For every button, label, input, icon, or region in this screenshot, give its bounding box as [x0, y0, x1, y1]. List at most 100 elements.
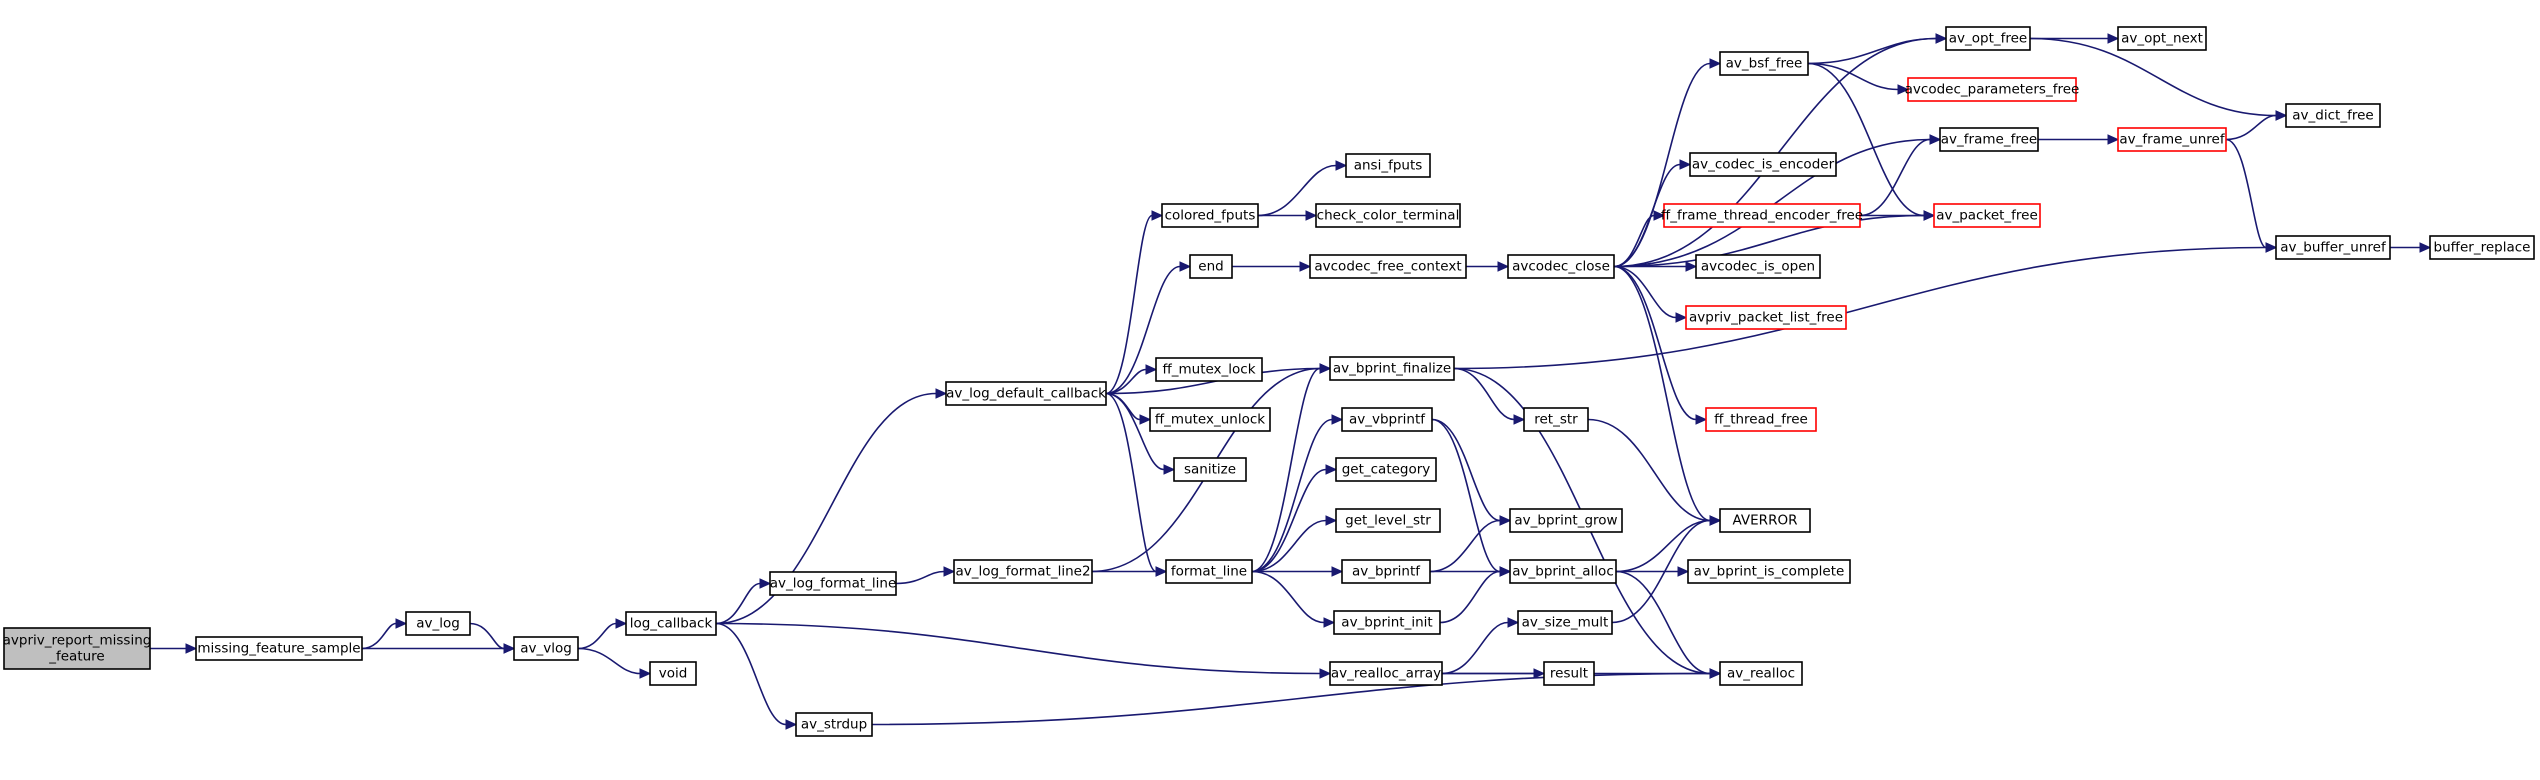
edge-arrowhead	[943, 566, 956, 577]
edge-line	[577, 647, 641, 675]
node-buffer-replace[interactable]: buffer_replace	[2429, 235, 2535, 260]
edge-arrowhead	[1695, 414, 1708, 425]
node-av-opt-free[interactable]: av_opt_free	[1945, 26, 2031, 51]
node-avcodec-close[interactable]: avcodec_close	[1507, 254, 1615, 279]
node-av-frame-unref[interactable]: av_frame_unref	[2117, 127, 2227, 152]
node-void[interactable]: void	[649, 661, 697, 686]
edge-line	[1807, 62, 1899, 91]
node-label: av_frame_unref	[2119, 132, 2225, 148]
node-av-size-mult[interactable]: av_size_mult	[1517, 610, 1613, 635]
node-label: av_opt_next	[2121, 31, 2203, 47]
edge-line	[1251, 468, 1327, 573]
edge-avcodec-close-to-averror	[1613, 265, 1722, 526]
node-box	[1149, 407, 1271, 432]
node-av-realloc-array[interactable]: av_realloc_array	[1329, 661, 1443, 686]
node-av-dict-free[interactable]: av_dict_free	[2285, 103, 2381, 128]
edge-arrowhead	[1139, 414, 1152, 425]
node-av-realloc[interactable]: av_realloc	[1719, 661, 1803, 686]
edge-missing-feature-sample-to-av-vlog	[362, 643, 516, 654]
edge-line	[469, 622, 505, 650]
node-result[interactable]: result	[1543, 661, 1595, 686]
node-av-bsf-free[interactable]: av_bsf_free	[1719, 51, 1809, 76]
edge-line	[1453, 367, 1515, 421]
edge-line	[2029, 37, 2277, 117]
node-box	[1155, 357, 1263, 382]
node-averror[interactable]: AVERROR	[1719, 508, 1811, 533]
node-av-log-format-line2[interactable]: av_log_format_line2	[953, 559, 1093, 584]
node-av-bprint-finalize[interactable]: av_bprint_finalize	[1329, 356, 1455, 381]
node-av-log-default-callback[interactable]: av_log_default_callback	[945, 381, 1107, 406]
node-box	[1687, 559, 1851, 584]
node-label: av_bprint_is_complete	[1694, 564, 1845, 580]
node-box	[1509, 559, 1617, 584]
node-ff-mutex-lock[interactable]: ff_mutex_lock	[1155, 357, 1263, 382]
node-box	[1315, 203, 1461, 228]
node-label: av_log_format_line2	[955, 564, 1090, 580]
node-colored-fputs[interactable]: colored_fputs	[1161, 203, 1259, 228]
node-ff-frame-thread-encoder-free[interactable]: ff_frame_thread_encoder_free	[1661, 203, 1863, 228]
node-av-vbprintf[interactable]: av_vbprintf	[1341, 407, 1433, 432]
node-av-log-format-line[interactable]: av_log_format_line	[769, 571, 897, 596]
node-av-bprint-init[interactable]: av_bprint_init	[1333, 610, 1441, 635]
node-get-category[interactable]: get_category	[1335, 457, 1437, 482]
node-avcodec-parameters-free[interactable]: avcodec_parameters_free	[1905, 77, 2080, 102]
node-avpriv-packet-list-free[interactable]: avpriv_packet_list_free	[1685, 305, 1847, 330]
node-avcodec-free-context[interactable]: avcodec_free_context	[1309, 254, 1467, 279]
node-missing-feature-sample[interactable]: missing_feature_sample	[195, 636, 363, 661]
node-label: AVERROR	[1733, 513, 1798, 529]
node-av-packet-free[interactable]: av_packet_free	[1933, 203, 2041, 228]
node-ansi-fputs[interactable]: ansi_fputs	[1345, 153, 1431, 178]
edge-line	[1441, 621, 1509, 675]
node-av-bprint-alloc[interactable]: av_bprint_alloc	[1509, 559, 1617, 584]
node-format-line[interactable]: format_line	[1165, 559, 1253, 584]
node-av-bprintf[interactable]: av_bprintf	[1341, 559, 1431, 584]
node-label: avpriv_report_missing	[3, 633, 152, 649]
node-box	[1695, 254, 1821, 279]
node-av-opt-next[interactable]: av_opt_next	[2117, 26, 2207, 51]
edge-line	[1613, 265, 1677, 319]
edge-arrowhead	[615, 618, 628, 629]
edge-arrowhead	[2265, 242, 2278, 253]
node-av-frame-free[interactable]: av_frame_free	[1939, 127, 2039, 152]
node-av-bprint-grow[interactable]: av_bprint_grow	[1509, 508, 1623, 533]
edge-line	[1613, 265, 1697, 421]
edge-arrowhead	[1923, 210, 1936, 221]
edge-av-frame-unref-to-av-buffer-unref	[2225, 138, 2278, 253]
edge-arrowhead	[1685, 261, 1698, 272]
node-check-color-terminal[interactable]: check_color_terminal	[1315, 203, 1461, 228]
node-box	[1945, 26, 2031, 51]
edge-av-log-default-callback-to-sanitize	[1105, 392, 1176, 475]
edge-format-line-to-get-level-str	[1251, 515, 1338, 573]
edge-line	[1807, 37, 1937, 65]
node-av-bprint-is-complete[interactable]: av_bprint_is_complete	[1687, 559, 1851, 584]
node-label: avcodec_is_open	[1701, 259, 1815, 275]
edge-colored-fputs-to-ansi-fputs	[1257, 160, 1348, 217]
node-label: av_realloc_array	[1331, 666, 1441, 682]
node-sanitize[interactable]: sanitize	[1173, 457, 1247, 482]
node-av-buffer-unref[interactable]: av_buffer_unref	[2275, 235, 2391, 260]
edge-arrowhead	[1507, 617, 1520, 628]
node-box	[1543, 661, 1595, 686]
edge-line	[1429, 519, 1501, 573]
edge-log-callback-to-av-log-format-line	[715, 578, 772, 625]
node-end[interactable]: end	[1189, 254, 1233, 279]
edge-log-callback-to-av-strdup	[715, 622, 798, 730]
edge-arrowhead	[1675, 312, 1688, 323]
node-box	[2117, 127, 2227, 152]
node-ret-str[interactable]: ret_str	[1523, 407, 1589, 432]
node-av-strdup[interactable]: av_strdup	[795, 712, 873, 737]
node-avpriv-report-missing-feature[interactable]: avpriv_report_missing_feature	[3, 627, 152, 670]
node-ff-mutex-unlock[interactable]: ff_mutex_unlock	[1149, 407, 1271, 432]
node-av-vlog[interactable]: av_vlog	[513, 636, 579, 661]
node-label: result	[1550, 666, 1588, 682]
node-log-callback[interactable]: log_callback	[625, 611, 717, 636]
node-avcodec-is-open[interactable]: avcodec_is_open	[1695, 254, 1821, 279]
edge-arrowhead	[1155, 566, 1168, 577]
edge-arrowhead	[2107, 134, 2120, 145]
node-av-codec-is-encoder[interactable]: av_codec_is_encoder	[1689, 152, 1837, 177]
node-get-level-str[interactable]: get_level_str	[1335, 508, 1441, 533]
node-box	[1719, 51, 1809, 76]
node-ff-thread-free[interactable]: ff_thread_free	[1705, 407, 1817, 432]
node-av-log[interactable]: av_log	[405, 611, 471, 636]
edge-arrowhead	[1319, 668, 1332, 679]
